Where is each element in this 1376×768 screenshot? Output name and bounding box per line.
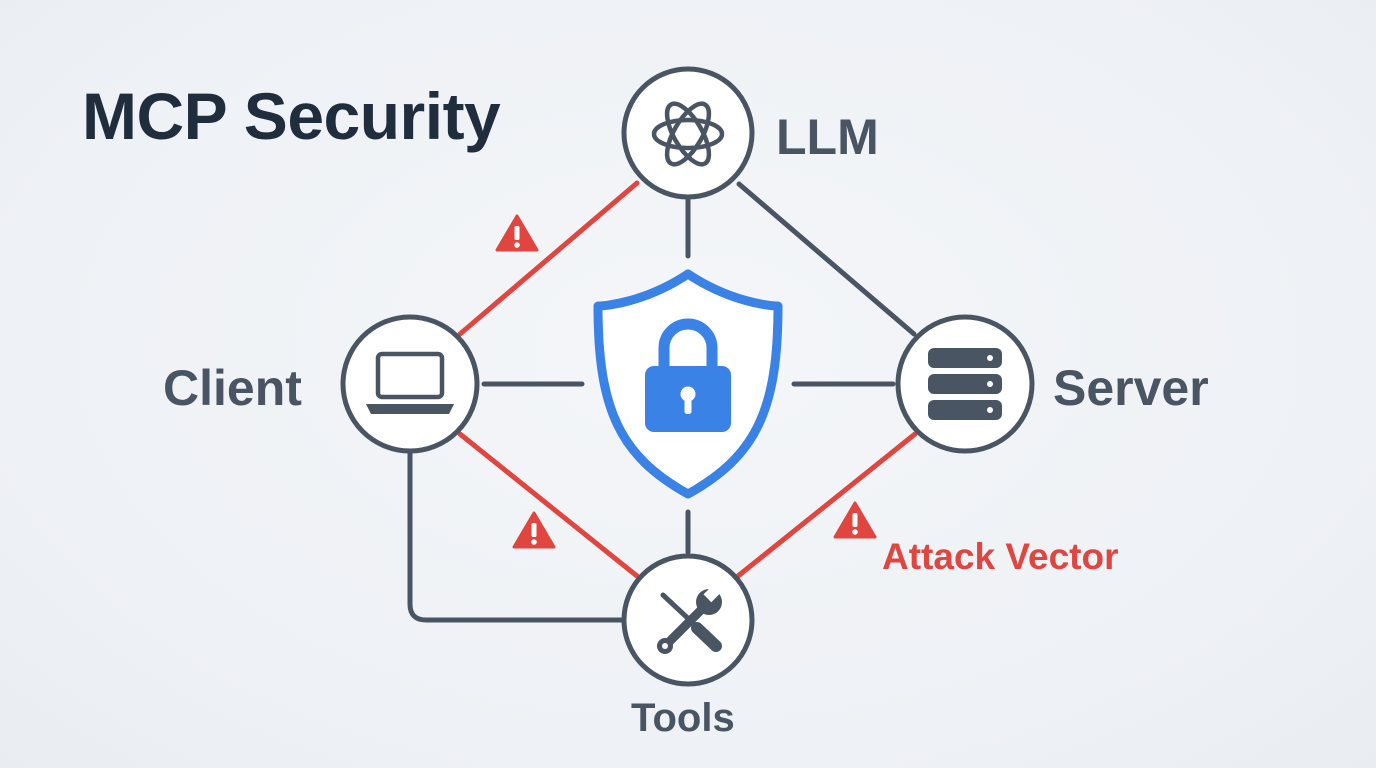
node-label-llm: LLM — [776, 109, 879, 165]
attack-link-client-tools — [457, 431, 640, 579]
attack-links — [457, 180, 918, 579]
node-llm[interactable] — [621, 66, 755, 200]
page-title: MCP Security — [82, 79, 501, 153]
server-rack-icon — [928, 348, 1002, 420]
warning-icon — [512, 511, 556, 549]
warning-icon — [833, 501, 877, 539]
node-tools[interactable] — [621, 553, 755, 687]
node-server[interactable] — [895, 314, 1035, 454]
link-llm-server — [736, 181, 917, 337]
node-label-server: Server — [1053, 360, 1209, 416]
secure-links — [407, 181, 917, 623]
node-label-tools: Tools — [631, 696, 735, 740]
attack-link-server-tools — [735, 431, 918, 579]
attack-vector-label: Attack Vector — [882, 536, 1119, 577]
openai-logo-icon — [651, 101, 725, 167]
warning-icon — [495, 214, 539, 252]
node-label-client: Client — [163, 360, 302, 416]
shield-lock-icon — [593, 269, 783, 499]
wrench-screwdriver-icon — [657, 584, 722, 654]
node-client[interactable] — [340, 314, 480, 454]
attack-link-client-llm — [457, 180, 640, 337]
lock-shackle — [658, 318, 718, 375]
laptop-icon — [366, 351, 454, 414]
link-client-tools — [407, 449, 625, 623]
